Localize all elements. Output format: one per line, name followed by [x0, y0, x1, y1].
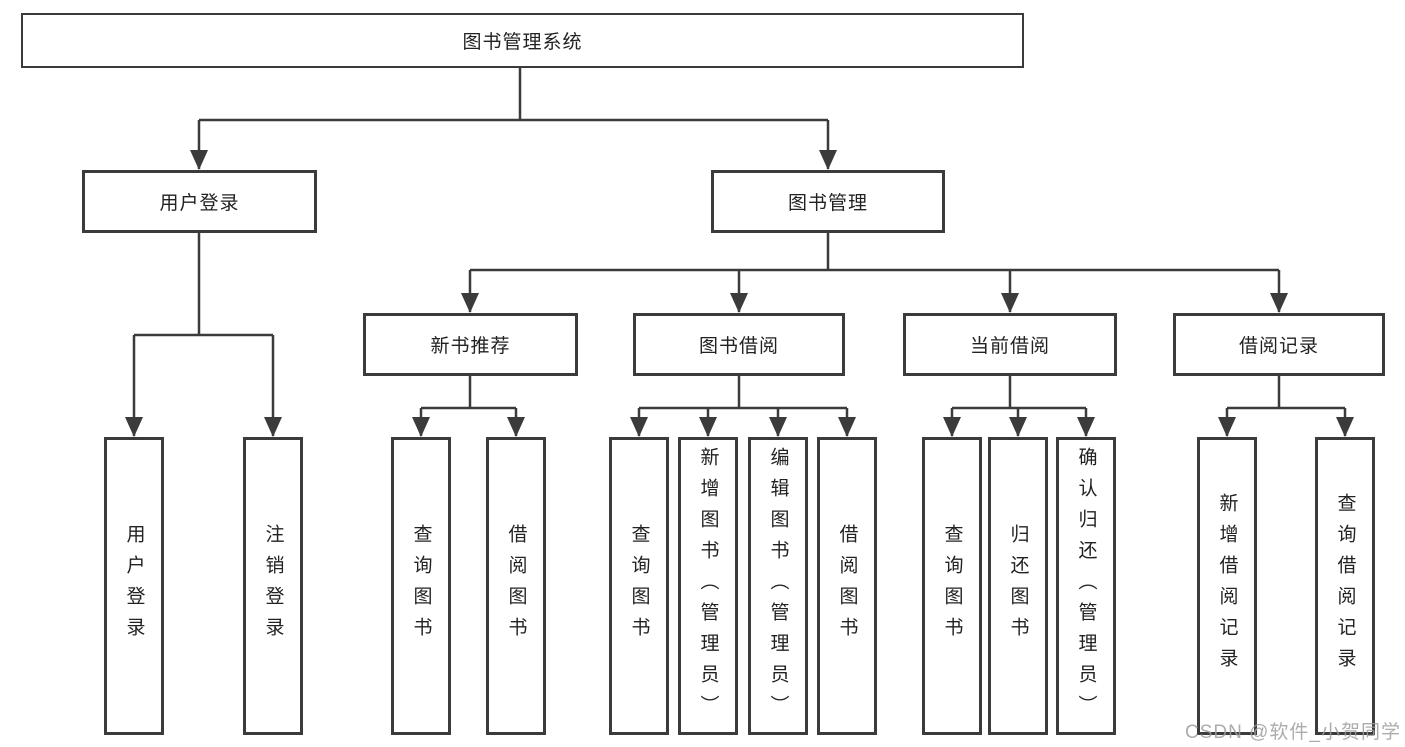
- leaf-logout-login: 注销登录: [243, 437, 303, 735]
- leaf-current-query-books: 查询图书: [922, 437, 982, 735]
- leaf-borrowing-add-books-admin: 新增图书（管理员）: [678, 437, 738, 735]
- leaf-borrowing-query-books: 查询图书: [609, 437, 669, 735]
- leaf-recommend-query-books: 查询图书: [391, 437, 451, 735]
- leaf-borrowing-borrow-books: 借阅图书: [817, 437, 877, 735]
- leaf-current-confirm-return-admin: 确认归还（管理员）: [1056, 437, 1116, 735]
- leaf-records-query-borrow-record: 查询借阅记录: [1315, 437, 1375, 735]
- leaf-recommend-borrow-books: 借阅图书: [486, 437, 546, 735]
- leaf-current-return-books: 归还图书: [988, 437, 1048, 735]
- leaf-borrowing-edit-books-admin: 编辑图书（管理员）: [748, 437, 808, 735]
- node-user-login: 用户登录: [82, 170, 317, 233]
- node-current-borrowing: 当前借阅: [903, 313, 1117, 376]
- node-library-management-system: 图书管理系统: [21, 13, 1024, 68]
- leaf-records-add-borrow-record: 新增借阅记录: [1197, 437, 1257, 735]
- leaf-user-login: 用户登录: [104, 437, 164, 735]
- node-new-book-recommend: 新书推荐: [363, 313, 578, 376]
- node-book-management: 图书管理: [711, 170, 945, 233]
- node-book-borrowing: 图书借阅: [633, 313, 845, 376]
- csdn-watermark: CSDN @软件_小贺同学: [1185, 722, 1401, 743]
- node-borrowing-records: 借阅记录: [1173, 313, 1385, 376]
